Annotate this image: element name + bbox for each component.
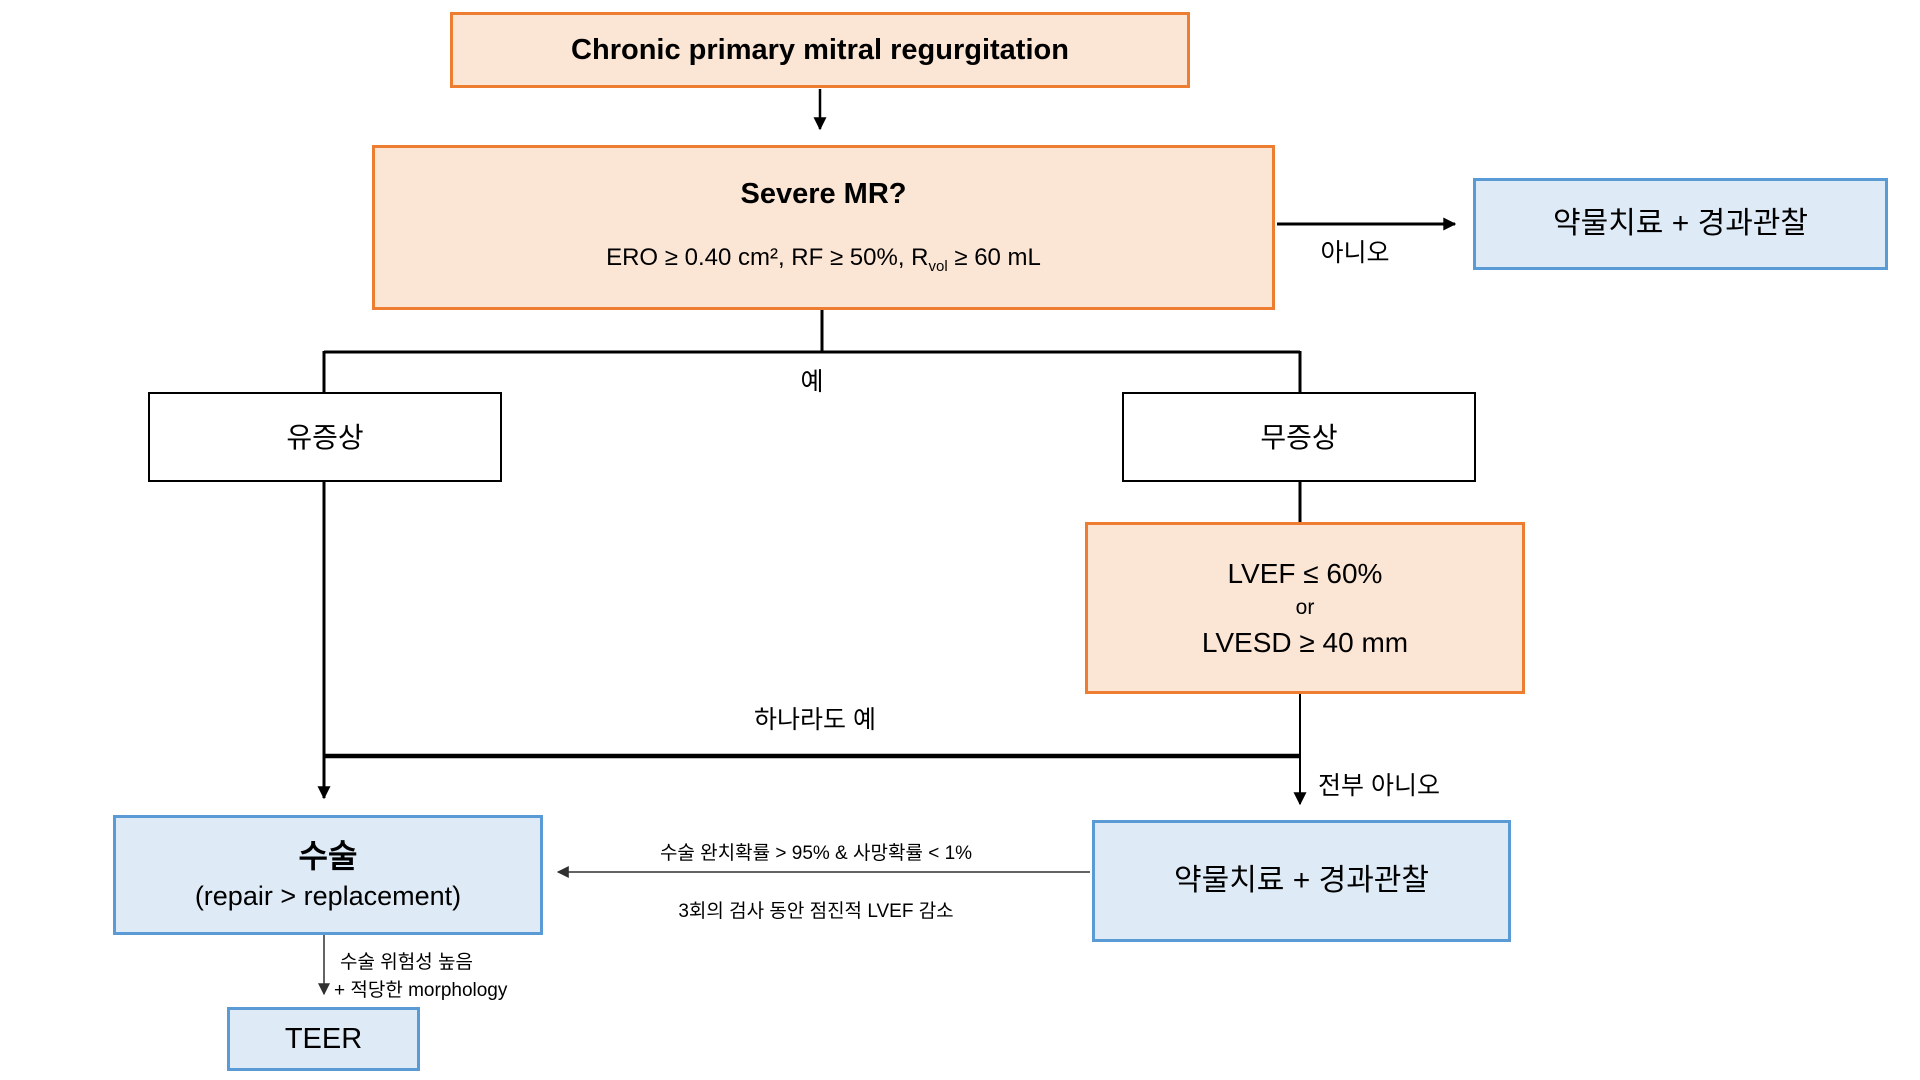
node-asymptomatic: 무증상 xyxy=(1122,392,1476,482)
node-medical-therapy-bottom-label: 약물치료 + 경과관찰 xyxy=(1174,864,1429,898)
node-severe-mr-criteria: ERO ≥ 0.40 cm², RF ≥ 50%, Rvol ≥ 60 mL xyxy=(606,244,1041,276)
edge-label-any-yes: 하나라도 예 xyxy=(754,706,876,734)
node-medical-therapy-top: 약물치료 + 경과관찰 xyxy=(1473,178,1888,270)
node-surgery: 수술 (repair > replacement) xyxy=(113,815,543,935)
node-severe-mr: Severe MR? ERO ≥ 0.40 cm², RF ≥ 50%, Rvo… xyxy=(372,145,1275,310)
node-lv-criteria-line1: LVEF ≤ 60% xyxy=(1227,557,1383,589)
node-teer-label: TEER xyxy=(284,1022,363,1055)
edge-label-yes: 예 xyxy=(800,368,824,396)
node-surgery-title: 수술 xyxy=(298,838,358,875)
node-severe-mr-question: Severe MR? xyxy=(740,178,907,210)
node-lv-criteria-line3: LVESD ≥ 40 mm xyxy=(1201,627,1409,659)
edge-label-surgery-cure: 수술 완치확률 > 95% & 사망확률 < 1% xyxy=(659,843,973,864)
node-lv-criteria-line2: or xyxy=(1295,595,1315,619)
node-symptomatic-label: 유증상 xyxy=(286,421,364,453)
node-medical-therapy-bottom: 약물치료 + 경과관찰 xyxy=(1092,820,1511,942)
node-teer: TEER xyxy=(227,1007,420,1071)
edge-label-morphology: + 적당한 morphology xyxy=(334,980,508,1001)
edge-label-no: 아니오 xyxy=(1320,239,1390,267)
node-symptomatic: 유증상 xyxy=(148,392,502,482)
node-asymptomatic-label: 무증상 xyxy=(1260,421,1338,453)
node-medical-therapy-top-label: 약물치료 + 경과관찰 xyxy=(1553,207,1808,241)
node-start-label: Chronic primary mitral regurgitation xyxy=(571,33,1069,66)
node-surgery-subtitle: (repair > replacement) xyxy=(194,881,462,912)
edge-label-lvef-decline: 3회의 검사 동안 점진적 LVEF 감소 xyxy=(678,901,954,922)
node-start: Chronic primary mitral regurgitation xyxy=(450,12,1190,88)
node-lv-criteria: LVEF ≤ 60% or LVESD ≥ 40 mm xyxy=(1085,522,1525,694)
edge-label-all-no: 전부 아니오 xyxy=(1318,772,1440,800)
edge-label-high-risk: 수술 위험성 높음 xyxy=(340,952,473,973)
